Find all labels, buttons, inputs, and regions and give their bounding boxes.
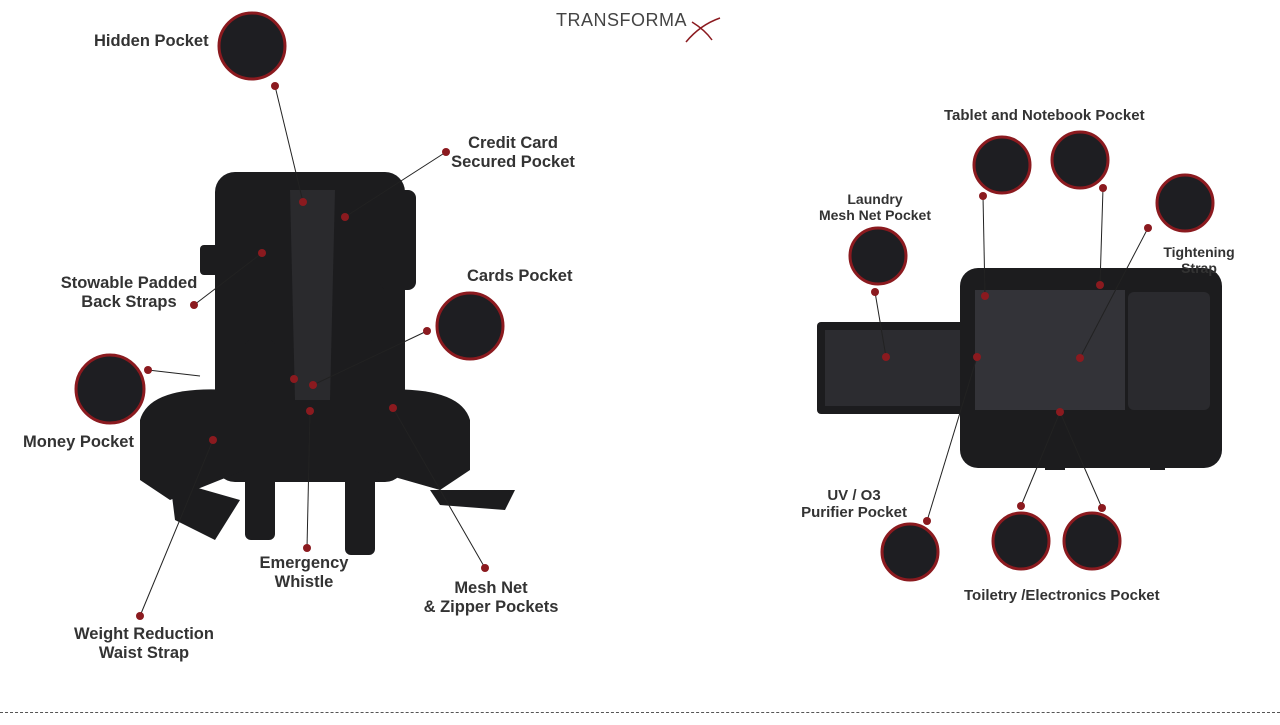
label-toiletry-pocket: Toiletry /Electronics Pocket <box>964 587 1160 604</box>
backpack-open-view <box>817 268 1222 470</box>
label-line: Whistle <box>274 573 334 591</box>
label-line: Secured Pocket <box>451 153 575 171</box>
label-money-pocket: Money Pocket <box>23 433 134 451</box>
label-cards-pocket: Cards Pocket <box>467 267 573 285</box>
label-line: Emergency <box>259 554 349 572</box>
leader-lines <box>139 85 1149 617</box>
label-line: Credit Card <box>468 134 558 152</box>
label-line: Purifier Pocket <box>801 504 907 521</box>
detail-photo-circles <box>74 11 1215 582</box>
label-line: Strap <box>1181 260 1217 276</box>
callout-dots <box>136 82 1152 620</box>
backpack-rear-view <box>140 172 515 555</box>
logo-x-mark <box>685 17 721 43</box>
label-line: Mesh Net <box>454 579 528 597</box>
label-line: Waist Strap <box>98 644 190 662</box>
label-line: Stowable Padded <box>60 274 198 292</box>
label-line: Mesh Net Pocket <box>818 207 932 223</box>
label-mesh-net-pockets: Mesh Net& Zipper Pockets <box>420 579 562 617</box>
label-hidden-pocket: Hidden Pocket <box>94 32 209 50</box>
label-line: Tightening <box>1163 244 1235 260</box>
label-line: UV / O3 <box>827 487 881 504</box>
label-line: Back Straps <box>81 293 177 311</box>
label-tablet-pocket: Tablet and Notebook Pocket <box>944 107 1145 124</box>
label-line: Laundry <box>847 191 903 207</box>
brand-logo: TRANSFORMA <box>556 10 687 30</box>
label-line: & Zipper Pockets <box>423 598 559 616</box>
dashed-divider <box>0 712 1280 713</box>
label-line: Weight Reduction <box>74 625 214 643</box>
